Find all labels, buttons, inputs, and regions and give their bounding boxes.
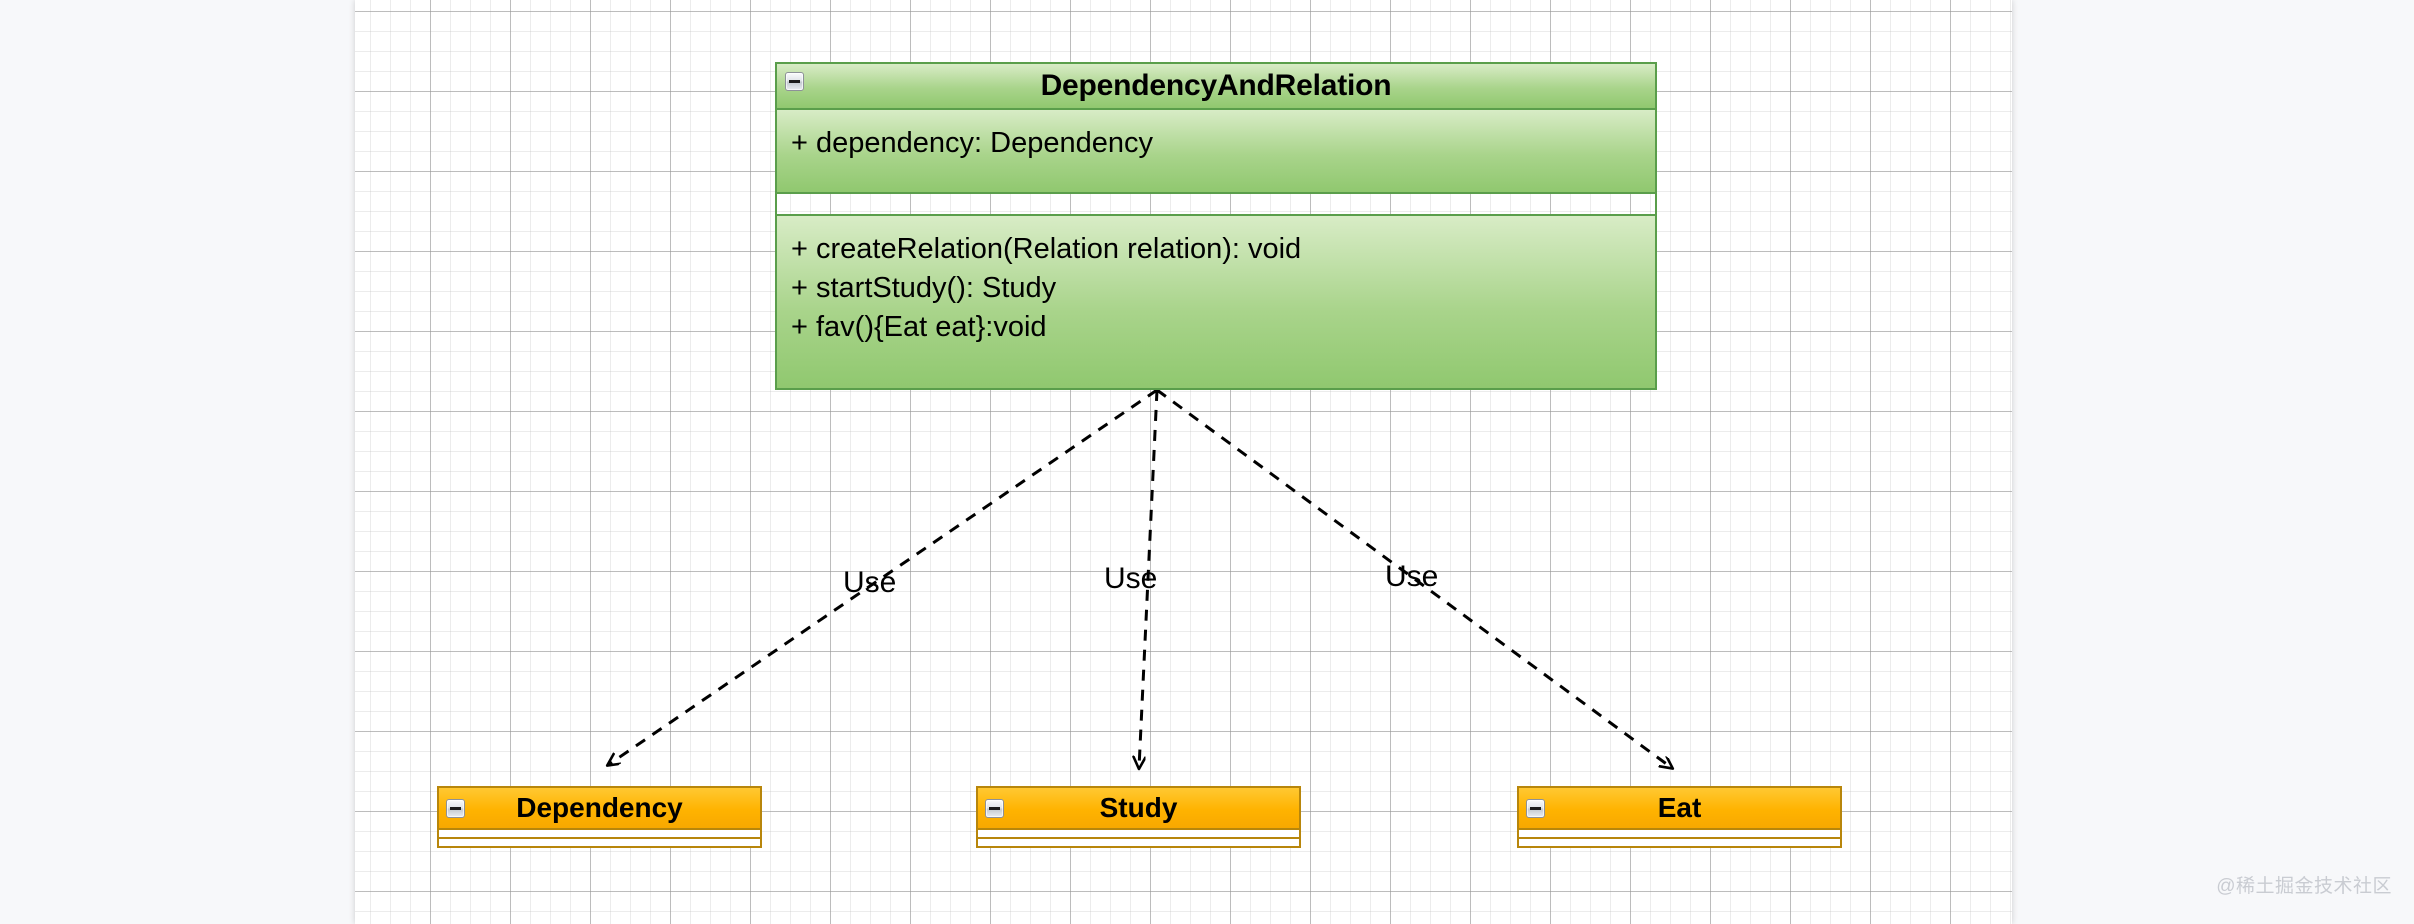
edge-label-study: Use xyxy=(1104,562,1158,595)
edge-label-eat: Use xyxy=(1385,560,1439,593)
class-name-label: Dependency xyxy=(516,792,683,823)
class-attributes-band xyxy=(976,830,1301,839)
method-list: + createRelation(Relation relation): voi… xyxy=(791,230,1647,347)
class-box-eat[interactable]: Eat xyxy=(1517,786,1842,848)
method-item: + fav(){Eat eat}:void xyxy=(791,311,1047,343)
class-methods-band xyxy=(1517,839,1842,848)
class-box-dependencyandrelation[interactable]: DependencyAndRelation + dependency: Depe… xyxy=(775,62,1657,390)
class-name-label: Study xyxy=(1099,792,1178,823)
class-title-band: DependencyAndRelation xyxy=(775,62,1657,110)
class-box-dependency[interactable]: Dependency xyxy=(437,786,762,848)
class-methods-band: + createRelation(Relation relation): voi… xyxy=(775,214,1657,390)
class-attributes-band xyxy=(437,830,762,839)
class-title-band: Eat xyxy=(1517,786,1842,830)
class-attributes-band: + dependency: Dependency xyxy=(775,108,1657,194)
method-item: + startStudy(): Study xyxy=(791,272,1057,304)
class-section-divider xyxy=(777,194,1655,216)
method-item: + createRelation(Relation relation): voi… xyxy=(791,233,1302,265)
class-box-study[interactable]: Study xyxy=(976,786,1301,848)
class-title-band: Study xyxy=(976,786,1301,830)
watermark-label: @稀土掘金技术社区 xyxy=(2216,876,2392,897)
class-name-label: DependencyAndRelation xyxy=(1040,69,1392,102)
class-name-label: Eat xyxy=(1657,792,1702,823)
edge-label-dependency: Use xyxy=(843,566,897,599)
collapse-minus-icon[interactable] xyxy=(1526,799,1545,818)
collapse-minus-icon[interactable] xyxy=(785,72,804,91)
class-attributes-band xyxy=(1517,830,1842,839)
collapse-minus-icon[interactable] xyxy=(985,799,1004,818)
class-methods-band xyxy=(437,839,762,848)
attribute-list: + dependency: Dependency xyxy=(791,124,1647,163)
collapse-minus-icon[interactable] xyxy=(446,799,465,818)
class-methods-band xyxy=(976,839,1301,848)
class-title-band: Dependency xyxy=(437,786,762,830)
attribute-item: + dependency: Dependency xyxy=(791,127,1153,159)
